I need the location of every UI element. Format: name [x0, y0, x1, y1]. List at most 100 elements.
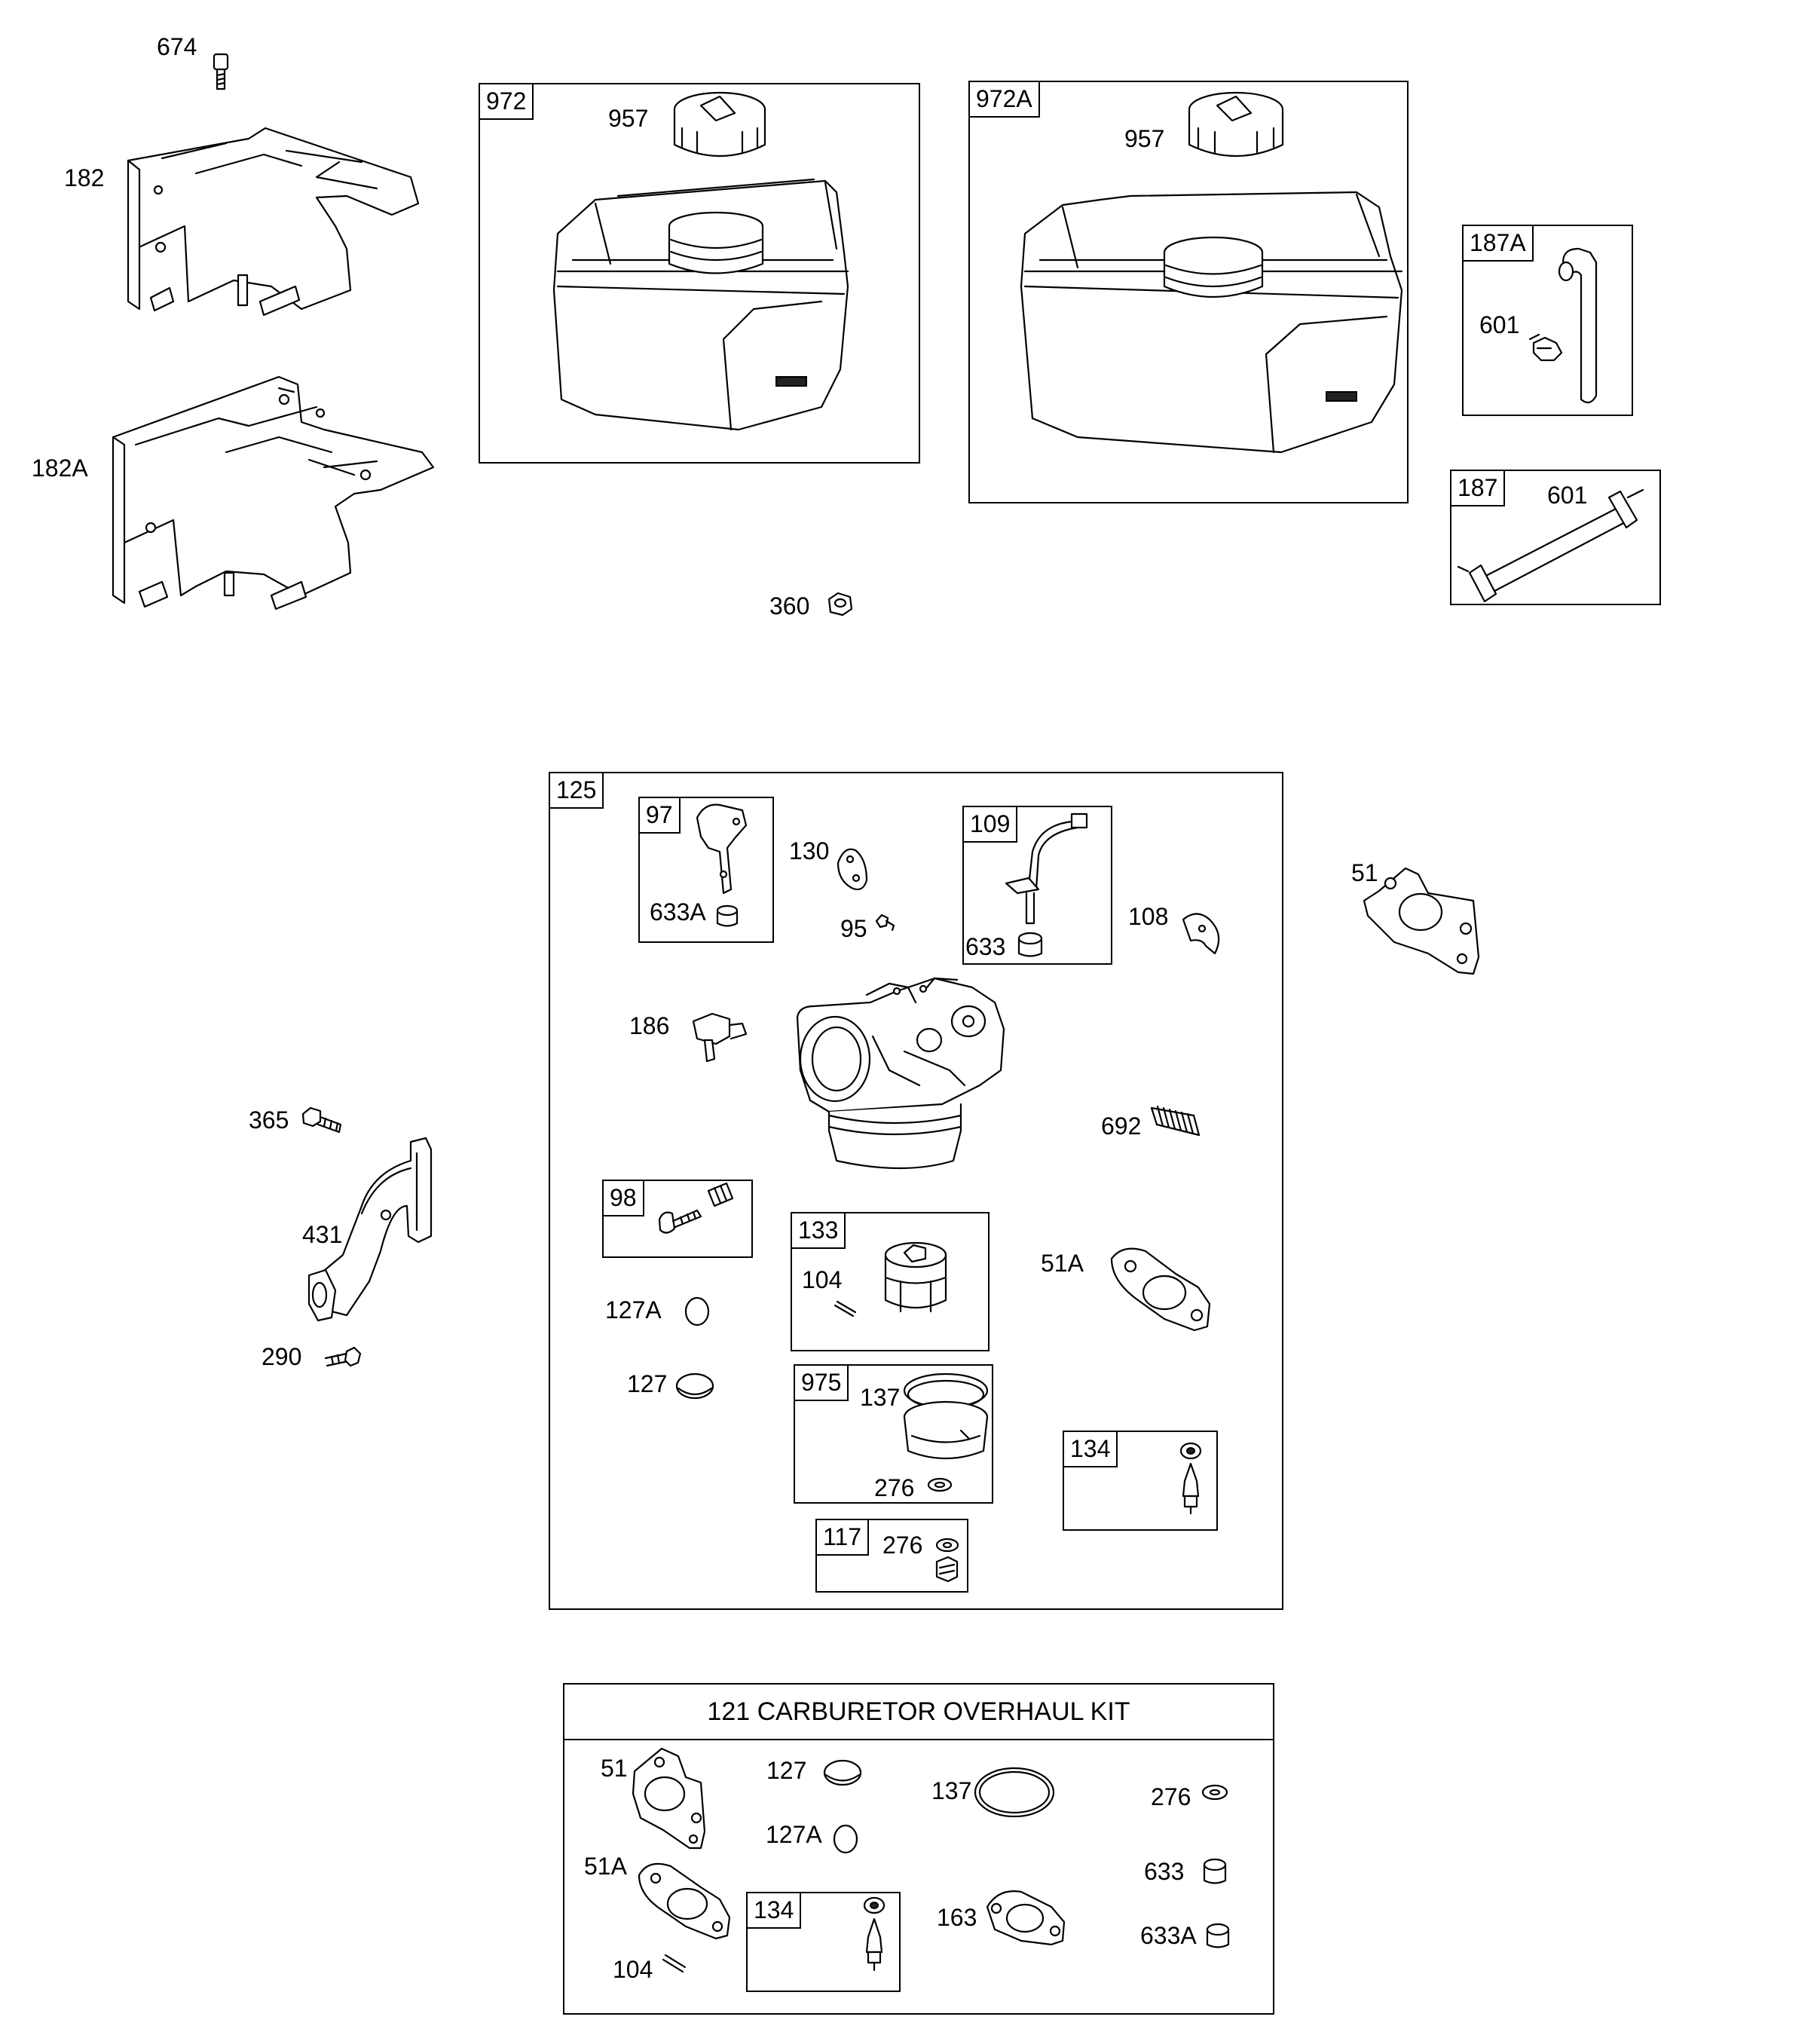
label-130: 130 [789, 837, 830, 864]
label-276-bowl: 276 [874, 1474, 915, 1501]
kit-frame-134-tag: 134 [748, 1893, 802, 1929]
kit-title: 121 CARBURETOR OVERHAUL KIT [564, 1685, 1273, 1740]
label-51a: 51A [1041, 1250, 1084, 1277]
label-957-972: 957 [608, 105, 649, 132]
frame-975-tag: 975 [795, 1366, 849, 1401]
frame-187: 187 [1450, 470, 1661, 605]
label-182a: 182A [32, 454, 88, 482]
kit-gasket-51-drawing [632, 1747, 706, 1850]
frame-972a-tag: 972A [970, 82, 1040, 118]
kit-label-137: 137 [931, 1777, 972, 1804]
pin-104-drawing [834, 1300, 857, 1317]
frame-133-tag: 133 [792, 1213, 846, 1249]
frame-972a: 972A [968, 81, 1409, 503]
kit-label-163: 163 [937, 1904, 977, 1931]
label-276-nut: 276 [882, 1532, 923, 1559]
label-127: 127 [627, 1370, 668, 1397]
fuel-tank-972-drawing [552, 91, 849, 431]
nut-360-drawing [827, 592, 853, 617]
label-365: 365 [249, 1106, 289, 1134]
needle-134-drawing [1179, 1442, 1202, 1515]
carburetor-body-drawing [796, 977, 1005, 1170]
kit-gasket-51a-drawing [638, 1862, 731, 1940]
screw-95-drawing [875, 913, 895, 932]
intake-elbow-431-drawing [307, 1137, 433, 1322]
choke-valve-108-drawing [1182, 913, 1220, 955]
spring-692-drawing [1150, 1105, 1201, 1137]
frame-133: 133 [791, 1212, 990, 1351]
kit-label-104: 104 [613, 1956, 653, 1983]
washer-276-bowl-drawing [927, 1477, 953, 1492]
float-133-drawing [884, 1241, 947, 1313]
gasket-51-drawing [1363, 867, 1480, 975]
label-674: 674 [157, 33, 197, 60]
idle-screw-98-drawing [658, 1182, 734, 1234]
frame-975: 975 [794, 1364, 993, 1504]
frame-109: 109 [962, 806, 1112, 965]
label-104: 104 [802, 1266, 843, 1293]
float-bowl-975-drawing [903, 1372, 989, 1460]
choke-shaft-109-drawing [1005, 812, 1088, 957]
frame-134-tag: 134 [1064, 1432, 1118, 1467]
frame-125: 125 [549, 772, 1283, 1610]
kit-label-51a: 51A [584, 1853, 627, 1880]
plug-127-drawing [675, 1372, 714, 1400]
label-633: 633 [965, 933, 1006, 960]
label-127a: 127A [605, 1296, 662, 1324]
screw-290-drawing [324, 1346, 362, 1367]
washer-276-nut-drawing [935, 1538, 959, 1553]
bolt-674-drawing [213, 53, 229, 90]
label-431: 431 [302, 1221, 343, 1248]
frame-98-tag: 98 [604, 1181, 644, 1216]
kit-seal-633-drawing [1203, 1858, 1227, 1884]
frame-972-tag: 972 [480, 84, 534, 120]
bracket-182a-drawing [112, 375, 435, 610]
throttle-valve-130-drawing [837, 848, 868, 891]
label-633a: 633A [650, 898, 706, 926]
kit-seal-633a-drawing [1206, 1923, 1230, 1948]
label-95: 95 [840, 915, 867, 942]
label-186: 186 [629, 1012, 670, 1039]
fuel-line-187a-drawing [1528, 247, 1598, 404]
label-108: 108 [1128, 903, 1169, 930]
kit-needle-134-drawing [863, 1896, 886, 1972]
frame-134: 134 [1063, 1431, 1218, 1531]
frame-117: 117 [815, 1519, 968, 1593]
frame-187-tag: 187 [1451, 471, 1506, 506]
kit-gasket-163-drawing [986, 1890, 1066, 1946]
label-601-187a: 601 [1479, 311, 1520, 338]
kit-gasket-137-drawing [974, 1767, 1055, 1818]
kit-washer-276-drawing [1201, 1784, 1228, 1801]
kit-plug-127-drawing [823, 1759, 862, 1786]
frame-97: 97 [638, 797, 774, 943]
kit-label-276: 276 [1151, 1783, 1191, 1810]
gasket-51a-drawing [1110, 1247, 1211, 1332]
label-957-972a: 957 [1124, 125, 1165, 152]
fuel-tank-972a-drawing [1020, 91, 1403, 454]
kit-plug-127a-drawing [833, 1824, 858, 1854]
frame-98: 98 [602, 1180, 753, 1258]
frame-109-tag: 109 [964, 807, 1018, 843]
bowl-nut-117-drawing [935, 1556, 959, 1583]
label-51: 51 [1351, 859, 1378, 886]
kit-label-127a: 127A [766, 1821, 822, 1848]
frame-125-tag: 125 [550, 773, 604, 809]
fuel-line-187-drawing [1457, 488, 1644, 603]
kit-label-127: 127 [766, 1757, 807, 1784]
frame-117-tag: 117 [817, 1520, 870, 1556]
frame-972: 972 [479, 83, 920, 464]
frame-187a-tag: 187A [1464, 226, 1534, 262]
frame-187a: 187A [1462, 225, 1633, 416]
screw-365-drawing [301, 1106, 342, 1134]
frame-97-tag: 97 [640, 798, 681, 834]
label-692: 692 [1101, 1112, 1142, 1140]
throttle-shaft-97-drawing [696, 803, 748, 927]
label-137: 137 [860, 1384, 901, 1411]
bracket-182-drawing [127, 127, 420, 317]
kit-label-633a: 633A [1140, 1922, 1197, 1949]
label-182: 182 [64, 164, 105, 191]
kit-pin-104-drawing [662, 1954, 687, 1973]
label-290: 290 [262, 1343, 302, 1370]
